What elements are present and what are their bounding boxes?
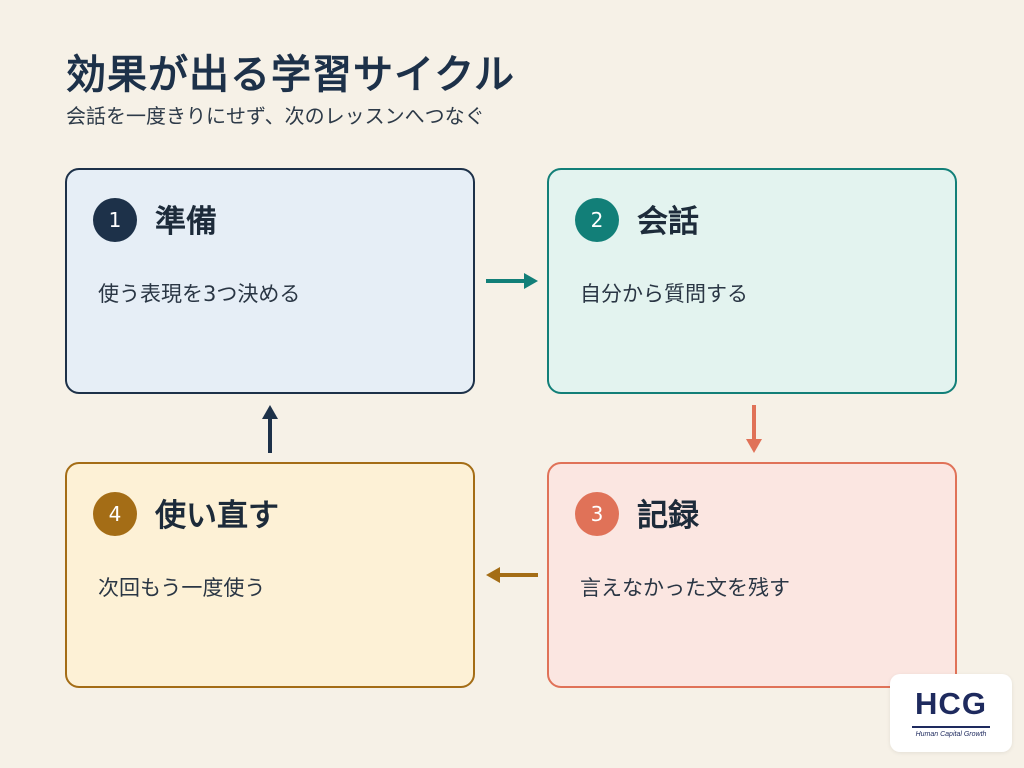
step-description: 言えなかった文を残す bbox=[580, 576, 790, 600]
step-card-conversation: 2 会話 自分から質問する bbox=[547, 168, 957, 394]
step-description: 自分から質問する bbox=[580, 282, 748, 306]
company-logo: HCG Human Capital Growth bbox=[890, 674, 1012, 752]
step-card-prepare: 1 準備 使う表現を3つ決める bbox=[65, 168, 475, 394]
arrow-up-icon bbox=[262, 405, 278, 453]
step-number-badge: 2 bbox=[575, 198, 619, 242]
step-description: 使う表現を3つ決める bbox=[98, 282, 301, 306]
page-subtitle: 会話を一度きりにせず、次のレッスンへつなぐ bbox=[66, 104, 485, 128]
arrow-left-icon bbox=[486, 567, 538, 583]
step-description: 次回もう一度使う bbox=[98, 576, 266, 600]
step-number-badge: 3 bbox=[575, 492, 619, 536]
step-title: 使い直す bbox=[155, 498, 279, 534]
step-card-reuse: 4 使い直す 次回もう一度使う bbox=[65, 462, 475, 688]
step-card-record: 3 記録 言えなかった文を残す bbox=[547, 462, 957, 688]
step-title: 記録 bbox=[637, 498, 699, 534]
logo-text: HCG bbox=[915, 686, 987, 721]
logo-subtext: Human Capital Growth bbox=[915, 731, 987, 738]
logo-divider bbox=[912, 726, 990, 728]
step-title: 会話 bbox=[637, 204, 699, 240]
page-title: 効果が出る学習サイクル bbox=[66, 52, 515, 98]
step-number-badge: 1 bbox=[93, 198, 137, 242]
arrow-down-icon bbox=[746, 405, 762, 453]
arrow-right-icon bbox=[486, 273, 538, 289]
step-number-badge: 4 bbox=[93, 492, 137, 536]
step-title: 準備 bbox=[155, 204, 217, 240]
